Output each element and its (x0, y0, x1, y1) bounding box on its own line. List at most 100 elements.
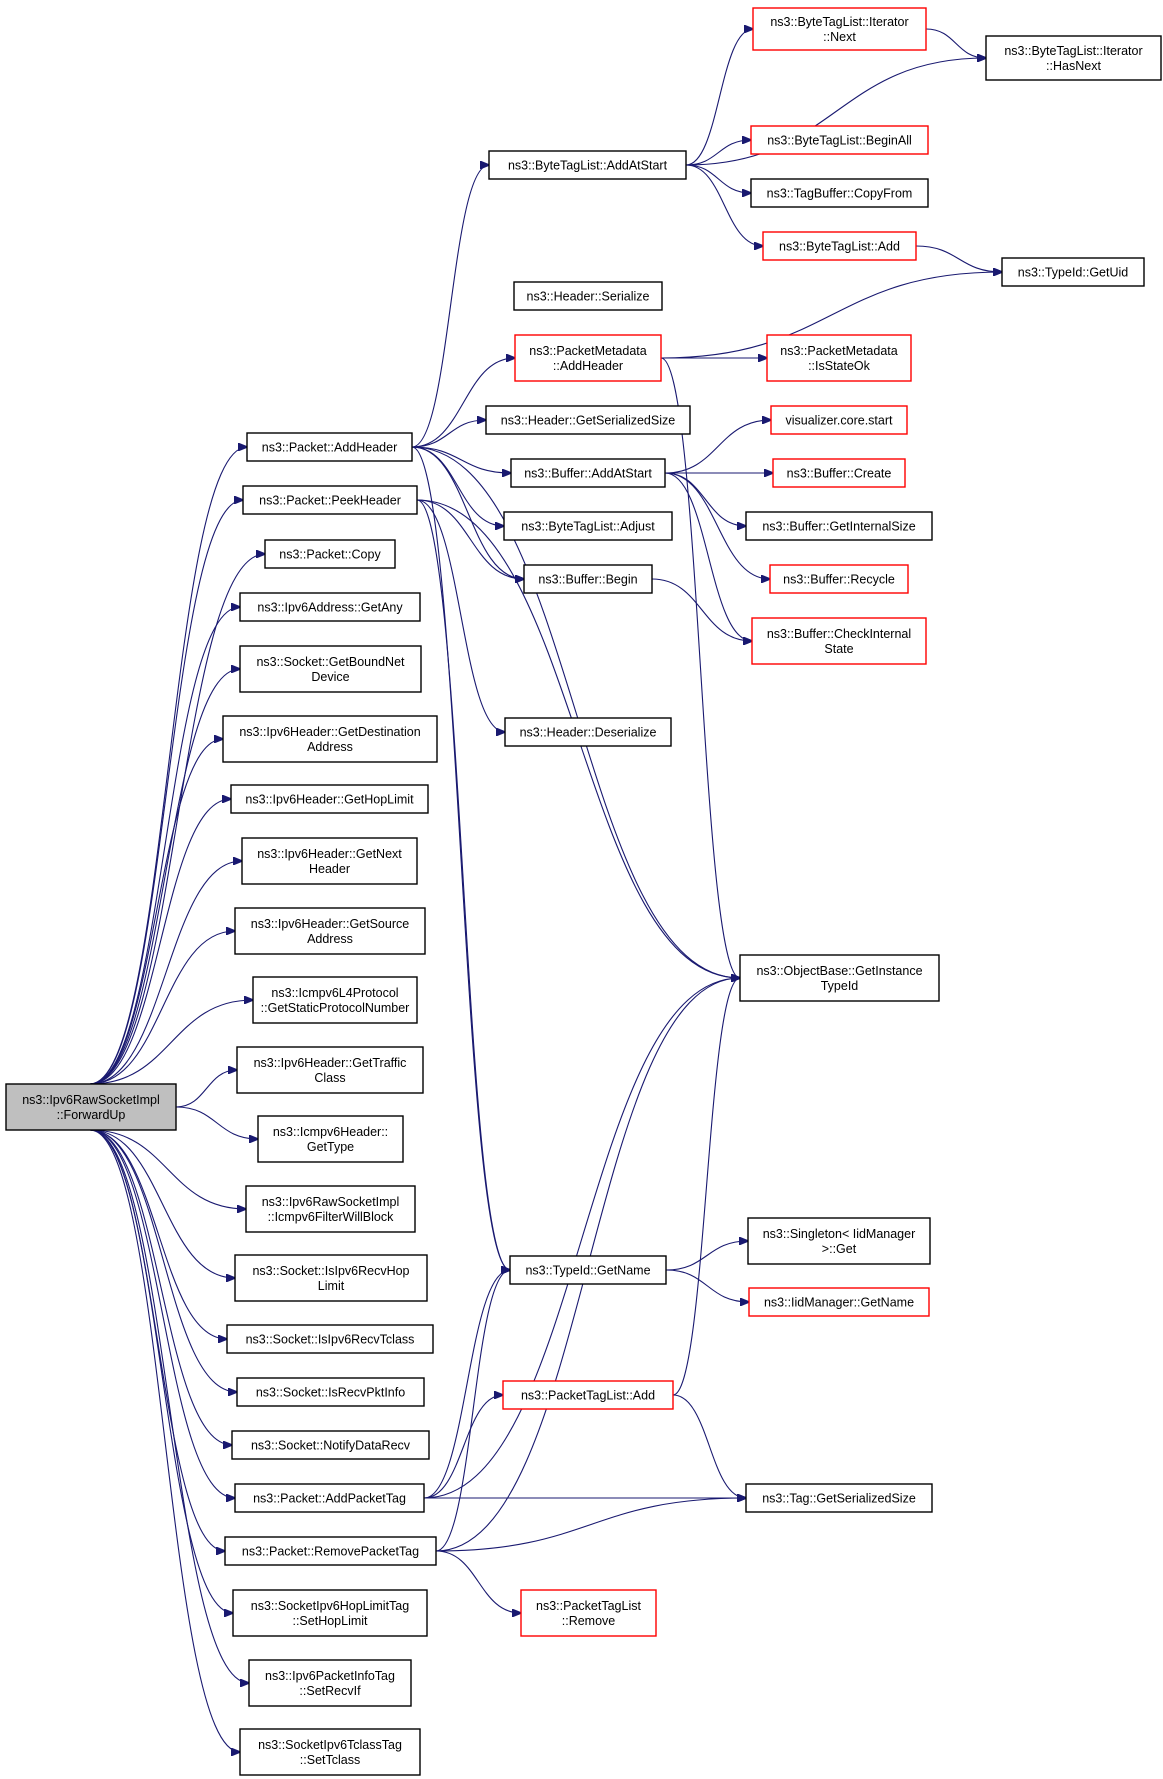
edge-root-to-sock_notify (89, 1129, 232, 1445)
node-box (485, 405, 691, 435)
node-raw_icmpfilter[interactable]: ns3::Ipv6RawSocketImpl::Icmpv6FilterWill… (245, 1185, 416, 1233)
node-box (230, 784, 429, 814)
node-label: ::SetTclass (300, 1753, 360, 1767)
edge-p_addheader-to-pm_addheader (411, 358, 515, 448)
node-p_removepackettag[interactable]: ns3::Packet::RemovePacketTag (224, 1536, 437, 1566)
node-btl_iter_next[interactable]: ns3::ByteTagList::Iterator::Next (752, 7, 927, 51)
node-label: ns3::ByteTagList::Iterator (770, 15, 908, 29)
node-icmp_getstatic[interactable]: ns3::Icmpv6L4Protocol::GetStaticProtocol… (252, 976, 418, 1024)
node-label: ns3::Ipv6Header::GetHopLimit (245, 793, 414, 807)
edge-btl_addatstart-to-btl_beginall (685, 140, 751, 166)
node-tclasstag_set[interactable]: ns3::SocketIpv6TclassTag::SetTclass (239, 1728, 421, 1776)
node-sock_isipv6tclass[interactable]: ns3::Socket::IsIpv6RecvTclass (226, 1324, 434, 1354)
node-sock_isrecvpkt[interactable]: ns3::Socket::IsRecvPktInfo (236, 1377, 425, 1407)
edge-p_peekheader-to-typeid_getname (416, 499, 510, 1270)
node-box (5, 1083, 177, 1131)
node-label: ns3::SocketIpv6TclassTag (258, 1738, 402, 1752)
node-viz_start[interactable]: visualizer.core.start (770, 405, 908, 435)
node-label: ns3::Ipv6Address::GetAny (257, 601, 403, 615)
node-box (766, 334, 912, 382)
node-hdr_deserialize[interactable]: ns3::Header::Deserialize (504, 717, 672, 747)
node-ipv6h_gethop[interactable]: ns3::Ipv6Header::GetHopLimit (230, 784, 429, 814)
node-label: Class (314, 1071, 345, 1085)
node-label: ns3::Socket::NotifyDataRecv (251, 1439, 411, 1453)
node-p_addheader[interactable]: ns3::Packet::AddHeader (246, 432, 413, 462)
node-box (504, 717, 672, 747)
node-pktinfo_set[interactable]: ns3::Ipv6PacketInfoTag::SetRecvIf (248, 1659, 412, 1707)
node-label: ns3::Socket::IsIpv6RecvTclass (246, 1333, 415, 1347)
node-buf_recycle[interactable]: ns3::Buffer::Recycle (769, 564, 909, 594)
node-box (750, 125, 929, 155)
node-p_addpackettag[interactable]: ns3::Packet::AddPacketTag (234, 1483, 425, 1513)
node-iidmgr_getname[interactable]: ns3::IidManager::GetName (748, 1287, 930, 1317)
node-buf_begin[interactable]: ns3::Buffer::Begin (523, 564, 653, 594)
node-sock_notify[interactable]: ns3::Socket::NotifyDataRecv (231, 1430, 430, 1460)
node-btl_add[interactable]: ns3::ByteTagList::Add (762, 231, 917, 261)
node-ptl_add[interactable]: ns3::PacketTagList::Add (502, 1380, 674, 1410)
node-label: ns3::ObjectBase::GetInstance (756, 964, 922, 978)
node-label: State (824, 642, 853, 656)
node-root[interactable]: ns3::Ipv6RawSocketImpl::ForwardUp (5, 1083, 177, 1131)
node-icmph_gettype[interactable]: ns3::Icmpv6Header::GetType (257, 1115, 404, 1163)
edge-pm_addheader-to-ob_getinstance (660, 357, 740, 978)
node-tagbuf_copyfrom[interactable]: ns3::TagBuffer::CopyFrom (750, 178, 929, 208)
edge-root-to-tclasstag_set (89, 1129, 240, 1752)
node-btl_addatstart[interactable]: ns3::ByteTagList::AddAtStart (488, 150, 687, 180)
node-singleton_get[interactable]: ns3::Singleton< IidManager>::Get (747, 1217, 931, 1265)
node-label: ns3::Ipv6Header::GetNext (257, 847, 402, 861)
node-btl_iter_hasnext[interactable]: ns3::ByteTagList::Iterator::HasNext (985, 35, 1162, 81)
node-box (239, 592, 421, 622)
node-btl_beginall[interactable]: ns3::ByteTagList::BeginAll (750, 125, 929, 155)
node-btl_adjust[interactable]: ns3::ByteTagList::Adjust (503, 511, 673, 541)
edge-root-to-ipv6h_getnext (89, 861, 242, 1085)
node-box (257, 1115, 404, 1163)
node-label: Device (311, 670, 349, 684)
node-typeid_getuid[interactable]: ns3::TypeId::GetUid (1001, 257, 1145, 287)
node-p_peekheader[interactable]: ns3::Packet::PeekHeader (242, 485, 418, 515)
node-p_copy[interactable]: ns3::Packet::Copy (264, 539, 396, 569)
node-label: ns3::TagBuffer::CopyFrom (767, 187, 913, 201)
node-ipv6addr_getany[interactable]: ns3::Ipv6Address::GetAny (239, 592, 421, 622)
node-pm_isstateok[interactable]: ns3::PacketMetadata::IsStateOk (766, 334, 912, 382)
node-label: ns3::Icmpv6Header:: (273, 1125, 388, 1139)
node-label: visualizer.core.start (786, 414, 894, 428)
node-label: ns3::Packet::Copy (279, 548, 381, 562)
node-label: ns3::Packet::RemovePacketTag (242, 1545, 419, 1559)
node-box (1001, 257, 1145, 287)
node-buf_create[interactable]: ns3::Buffer::Create (772, 458, 906, 488)
edge-btl_addatstart-to-btl_add (685, 164, 763, 246)
node-box (510, 458, 666, 488)
node-label: ::GetStaticProtocolNumber (261, 1001, 410, 1015)
edge-root-to-sock_isipv6tclass (89, 1129, 227, 1339)
node-label: ns3::Tag::GetSerializedSize (762, 1492, 916, 1506)
node-label: ::AddHeader (553, 359, 623, 373)
node-label: ::Next (823, 30, 856, 44)
edge-root-to-icmp_getstatic (89, 1000, 253, 1085)
node-label: ns3::Ipv6Header::GetDestination (239, 725, 420, 739)
node-ptl_remove[interactable]: ns3::PacketTagList::Remove (520, 1589, 657, 1637)
node-buf_addatstart[interactable]: ns3::Buffer::AddAtStart (510, 458, 666, 488)
node-box (234, 907, 426, 955)
node-box (503, 511, 673, 541)
node-label: ns3::Socket::GetBoundNet (256, 655, 405, 669)
node-box (224, 1536, 437, 1566)
node-hoptag_set[interactable]: ns3::SocketIpv6HopLimitTag::SetHopLimit (232, 1589, 428, 1637)
node-buf_getinternal[interactable]: ns3::Buffer::GetInternalSize (745, 511, 933, 541)
node-hdr_getsersize[interactable]: ns3::Header::GetSerializedSize (485, 405, 691, 435)
node-label: ns3::Header::GetSerializedSize (501, 414, 675, 428)
node-label: ns3::Buffer::CheckInternal (767, 627, 911, 641)
node-hdr_serialize[interactable]: ns3::Header::Serialize (513, 281, 663, 311)
node-pm_addheader[interactable]: ns3::PacketMetadata::AddHeader (514, 334, 662, 382)
node-tag_getsersize[interactable]: ns3::Tag::GetSerializedSize (745, 1483, 933, 1513)
node-box (772, 458, 906, 488)
node-typeid_getname[interactable]: ns3::TypeId::GetName (509, 1255, 667, 1285)
node-label: ns3::Packet::AddHeader (262, 441, 398, 455)
